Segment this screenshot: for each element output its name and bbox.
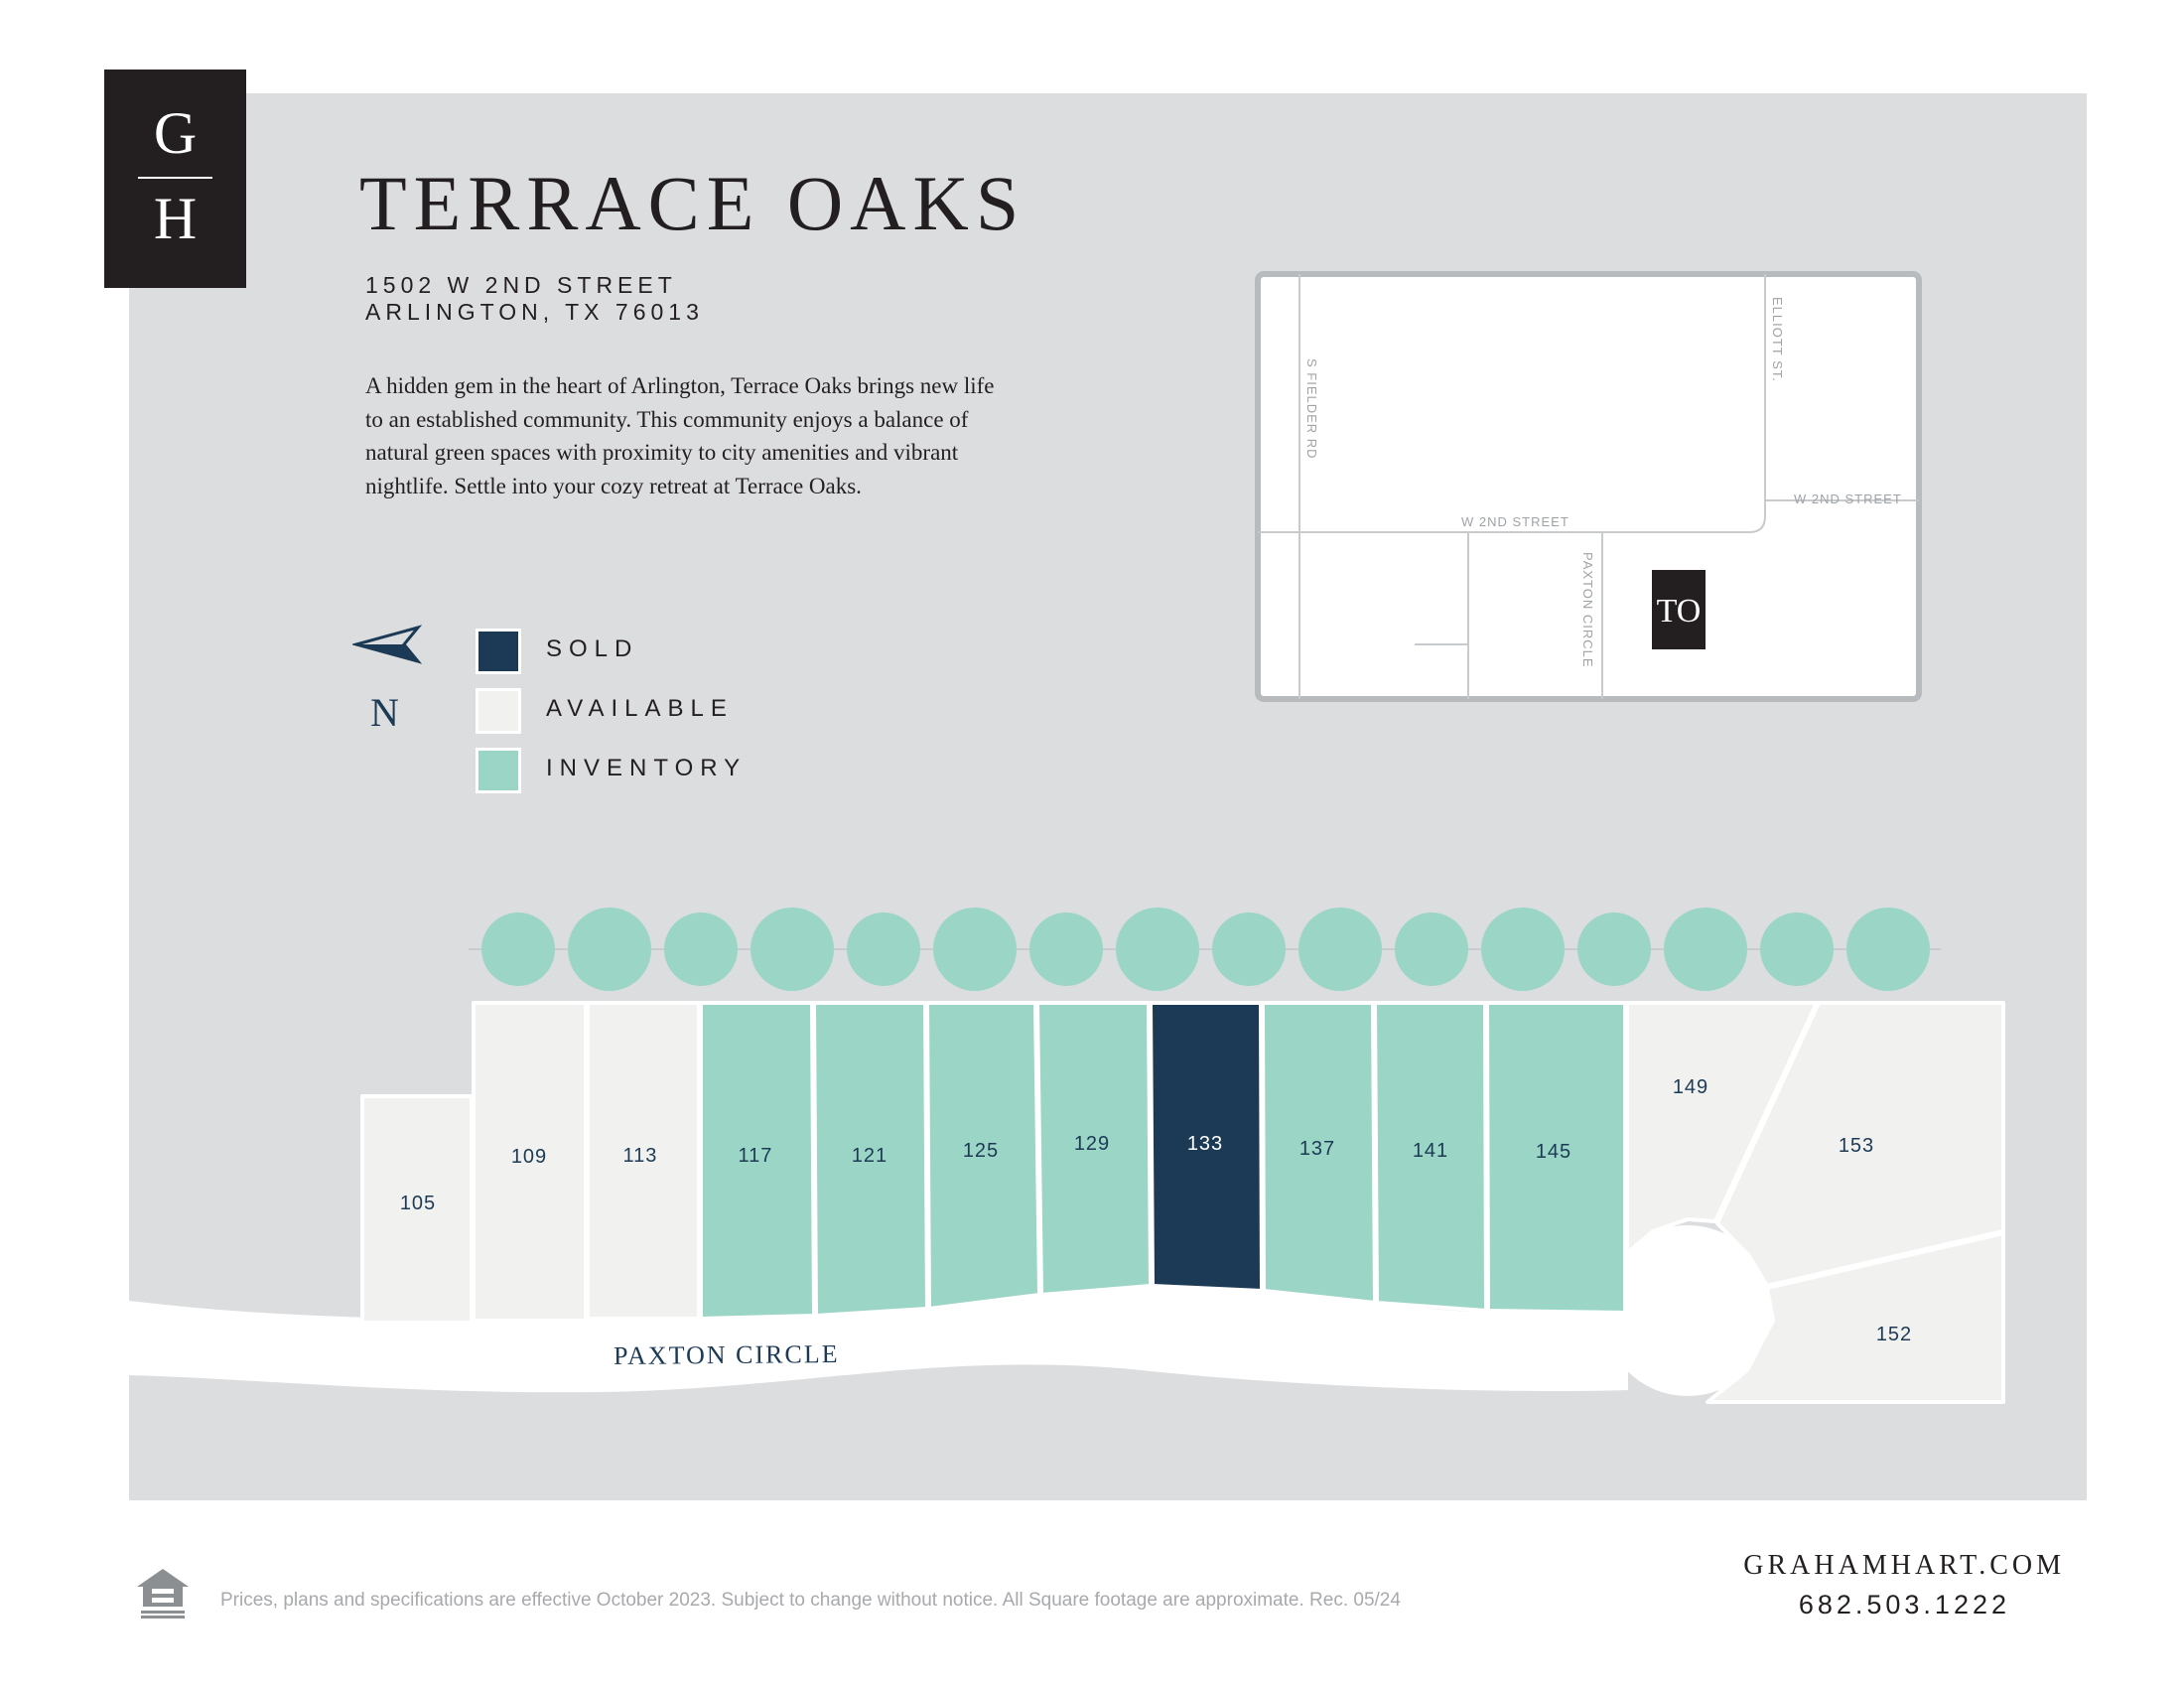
street-label-fielder: S FIELDER RD	[1304, 358, 1319, 460]
lot-109[interactable]	[472, 1001, 588, 1323]
lot-105[interactable]	[360, 1094, 474, 1325]
tree-row	[481, 908, 1930, 991]
address-line-1: 1502 W 2ND STREET	[365, 272, 677, 298]
tree-icon	[1298, 908, 1382, 991]
tree-icon	[1395, 913, 1468, 986]
community-description: A hidden gem in the heart of Arlington, …	[365, 373, 995, 498]
community-location-marker	[1652, 570, 1706, 649]
tree-icon	[664, 913, 738, 986]
lot-label-109: 109	[511, 1146, 547, 1168]
lot-label-105: 105	[400, 1193, 436, 1214]
lot-label-152: 152	[1876, 1324, 1912, 1345]
tree-icon	[1029, 913, 1103, 986]
legend-label-available: AVAILABLE	[546, 695, 734, 722]
street-label-w-2nd: W 2ND STREET	[1461, 514, 1570, 529]
legend-swatch-inventory	[476, 748, 521, 793]
street-label-w-2nd-east: W 2ND STREET	[1794, 492, 1902, 506]
phone-number[interactable]: 682.503.1222	[1798, 1590, 2010, 1619]
north-label: N	[370, 690, 399, 735]
disclaimer-text: Prices, plans and specifications are eff…	[220, 1590, 1401, 1611]
lot-label-113: 113	[623, 1145, 658, 1167]
lot-label-121: 121	[852, 1145, 887, 1167]
tree-icon	[568, 908, 651, 991]
road-label-paxton-circle: PAXTON CIRCLE	[613, 1339, 840, 1370]
tree-icon	[847, 913, 920, 986]
logo-letter-h: H	[153, 186, 198, 251]
equal-housing-opportunity-icon	[137, 1569, 189, 1618]
tree-icon	[1760, 913, 1834, 986]
community-name: TERRACE OAKS	[359, 160, 1026, 246]
graham-hart-logo: G H	[104, 70, 246, 288]
legend-label-inventory: INVENTORY	[546, 755, 748, 781]
tree-icon	[1212, 913, 1286, 986]
tree-icon	[933, 908, 1017, 991]
lot-label-129: 129	[1074, 1133, 1110, 1155]
website-link[interactable]: GRAHAMHART.COM	[1743, 1550, 2065, 1581]
legend-swatch-sold	[476, 629, 521, 674]
street-label-elliott: ELLIOTT ST.	[1770, 297, 1785, 382]
street-label-paxton: PAXTON CIRCLE	[1580, 552, 1595, 668]
location-marker-label: TO	[1657, 593, 1702, 630]
vicinity-map-frame	[1255, 271, 1922, 702]
lot-label-125: 125	[963, 1140, 999, 1162]
tree-icon	[1577, 913, 1651, 986]
lot-label-137: 137	[1299, 1138, 1335, 1160]
tree-icon	[481, 913, 555, 986]
lot-number-labels: 105 109 113 117 121 125 129 133 137 141 145 149 153 1…	[400, 1076, 1912, 1345]
legend-label-sold: SOLD	[546, 635, 639, 662]
tree-icon	[1481, 908, 1565, 991]
tree-icon	[1116, 908, 1199, 991]
cul-de-sac	[1602, 1225, 1773, 1396]
tree-icon	[751, 908, 834, 991]
lot-label-117: 117	[739, 1145, 773, 1167]
address-line-2: ARLINGTON, TX 76013	[365, 299, 704, 325]
tree-icon	[1664, 908, 1747, 991]
lot-label-133: 133	[1187, 1133, 1223, 1155]
lot-label-149: 149	[1673, 1076, 1708, 1098]
logo-letter-g: G	[153, 100, 198, 166]
w-2nd-street-line	[1258, 274, 1766, 533]
vicinity-map: S FIELDER RD ELLIOTT ST. W 2ND STREET W …	[1255, 271, 1922, 702]
north-arrow-icon	[352, 625, 423, 664]
lot-label-153: 153	[1839, 1135, 1874, 1157]
legend-swatch-available	[476, 688, 521, 734]
logo-divider	[138, 177, 212, 179]
tree-icon	[1846, 908, 1930, 991]
paxton-circle-road	[129, 1281, 1628, 1393]
lot-label-145: 145	[1536, 1141, 1571, 1163]
lot-152[interactable]	[1706, 1231, 2005, 1404]
lot-145[interactable]	[1485, 1001, 1627, 1315]
lot-label-141: 141	[1413, 1140, 1448, 1162]
